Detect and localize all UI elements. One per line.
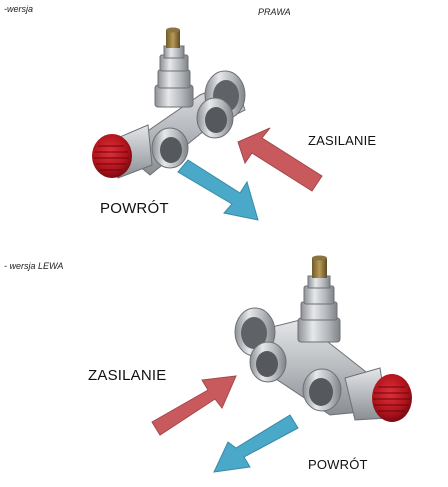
bottom-supply-arrow — [151, 375, 237, 436]
bottom-return-label: POWRÓT — [308, 457, 368, 472]
bottom-supply-label: ZASILANIE — [88, 367, 167, 384]
top-knob — [92, 124, 153, 179]
top-supply-label: ZASILANIE — [308, 133, 377, 148]
top-return-label: POWRÓT — [100, 200, 169, 217]
bottom-version-label: - wersja LEWA — [4, 261, 64, 271]
bottom-knob — [344, 367, 412, 422]
top-valve-stem — [154, 27, 194, 108]
top-valve-illustration — [92, 27, 323, 221]
top-supply-arrow — [237, 127, 323, 192]
bottom-valve-stem — [297, 255, 341, 343]
bottom-return-arrow — [213, 414, 299, 473]
top-valve-body — [119, 70, 246, 176]
top-version-label: -wersja — [4, 4, 34, 14]
top-side-label: PRAWA — [258, 7, 291, 17]
top-return-arrow — [177, 159, 259, 221]
bottom-valve-illustration — [151, 255, 412, 473]
